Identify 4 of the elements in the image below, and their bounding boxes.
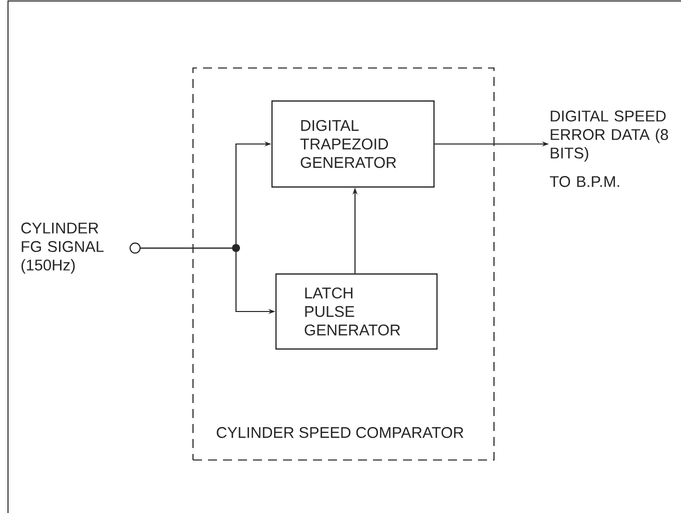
process-box: DIGITAL TRAPEZOID GENERATOR xyxy=(271,100,435,188)
process-box: LATCH PULSE GENERATOR xyxy=(275,273,438,350)
signal-label: DIGITAL SPEED ERROR DATA (8 BITS) TO B.P.M. xyxy=(550,110,668,188)
signal-label: CYLINDER FG SIGNAL (150Hz) xyxy=(21,222,104,274)
